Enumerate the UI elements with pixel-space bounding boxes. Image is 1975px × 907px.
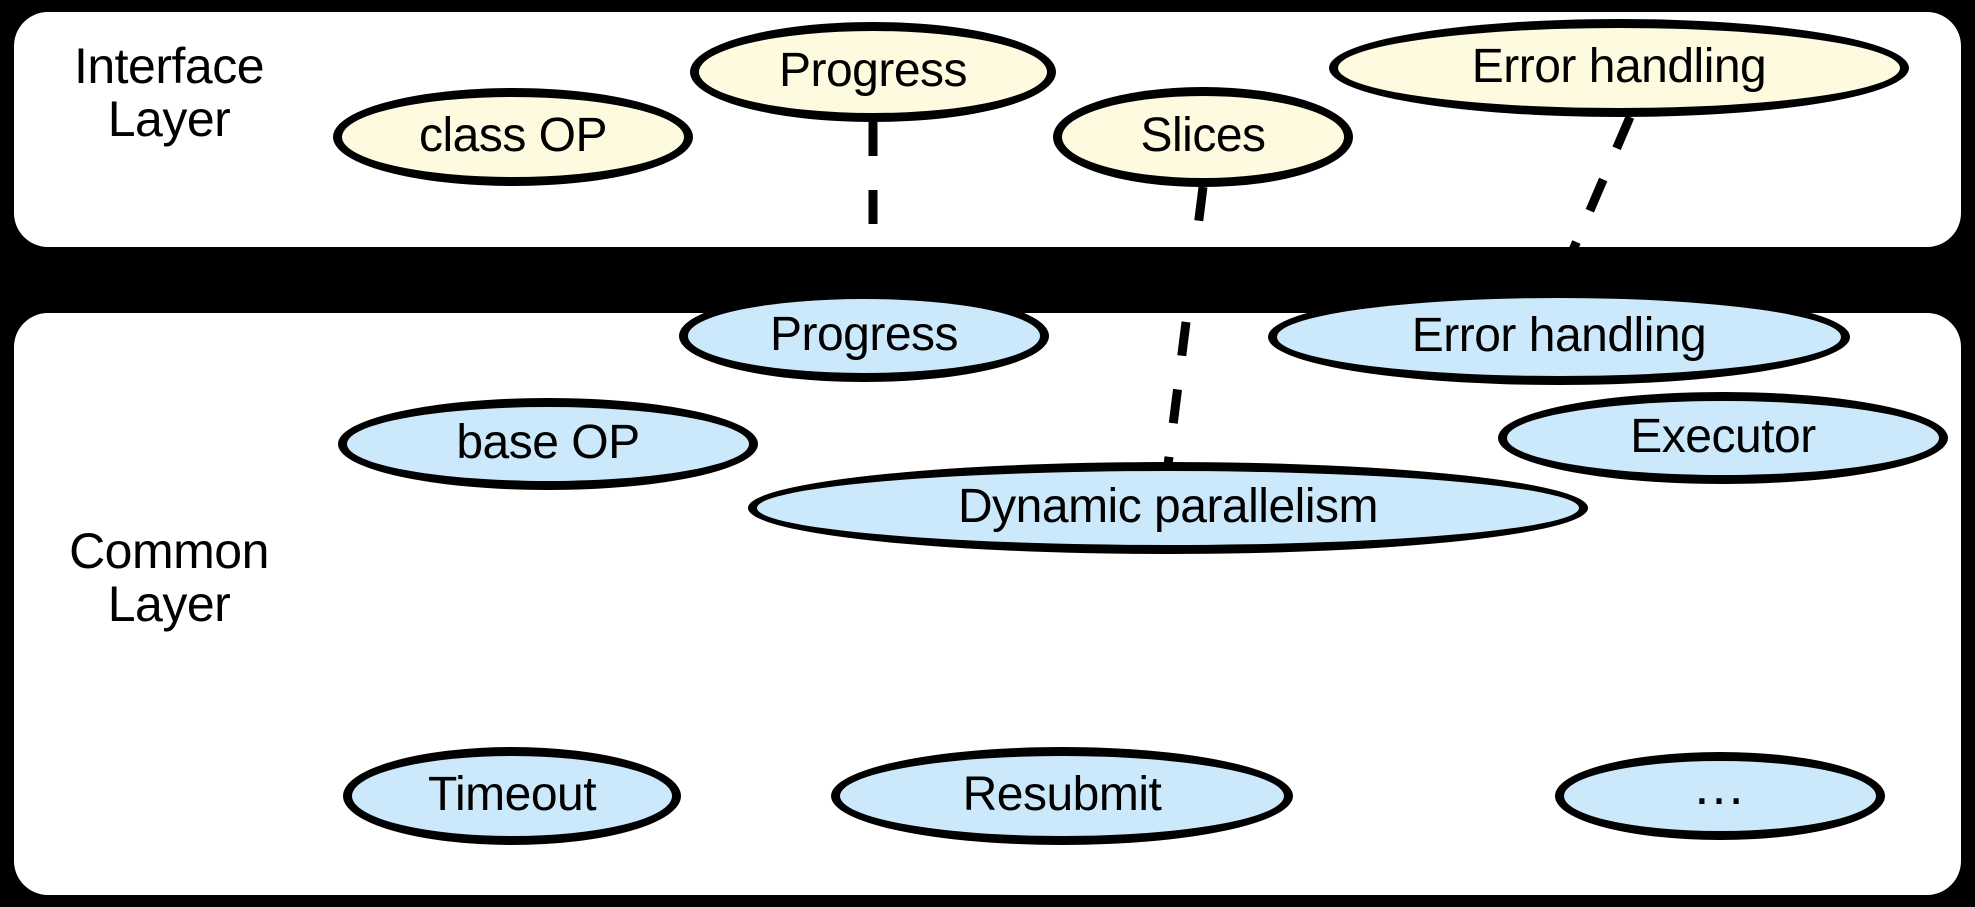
node-common-error-handling-label: Error handling bbox=[1411, 308, 1707, 362]
node-class-op[interactable]: class OP bbox=[333, 88, 693, 186]
node-base-op-label: base OP bbox=[456, 415, 640, 469]
node-class-op-label: class OP bbox=[418, 108, 608, 162]
node-timeout[interactable]: Timeout bbox=[343, 747, 681, 845]
node-interface-error-handling-label: Error handling bbox=[1471, 39, 1767, 93]
interface-layer-label: Interface Layer bbox=[73, 38, 265, 147]
node-dynamic-parallelism[interactable]: Dynamic parallelism bbox=[748, 462, 1588, 554]
node-resubmit[interactable]: Resubmit bbox=[831, 747, 1293, 845]
node-common-progress-label: Progress bbox=[769, 307, 959, 361]
common-layer-label: Common Layer bbox=[69, 523, 269, 632]
node-more[interactable]: … bbox=[1555, 752, 1885, 840]
node-resubmit-label: Resubmit bbox=[962, 767, 1162, 821]
node-executor-label: Executor bbox=[1630, 409, 1816, 463]
node-interface-progress[interactable]: Progress bbox=[690, 22, 1056, 122]
node-dynamic-parallelism-label: Dynamic parallelism bbox=[958, 479, 1378, 533]
node-slices-label: Slices bbox=[1140, 108, 1266, 162]
node-common-progress[interactable]: Progress bbox=[679, 290, 1049, 382]
node-common-error-handling[interactable]: Error handling bbox=[1268, 289, 1850, 385]
node-base-op[interactable]: base OP bbox=[338, 398, 758, 490]
node-interface-progress-label: Progress bbox=[778, 43, 968, 97]
node-executor[interactable]: Executor bbox=[1498, 392, 1948, 484]
node-interface-error-handling[interactable]: Error handling bbox=[1329, 19, 1909, 117]
node-more-label: … bbox=[1692, 756, 1748, 816]
node-timeout-label: Timeout bbox=[427, 767, 597, 821]
node-slices[interactable]: Slices bbox=[1053, 87, 1353, 187]
